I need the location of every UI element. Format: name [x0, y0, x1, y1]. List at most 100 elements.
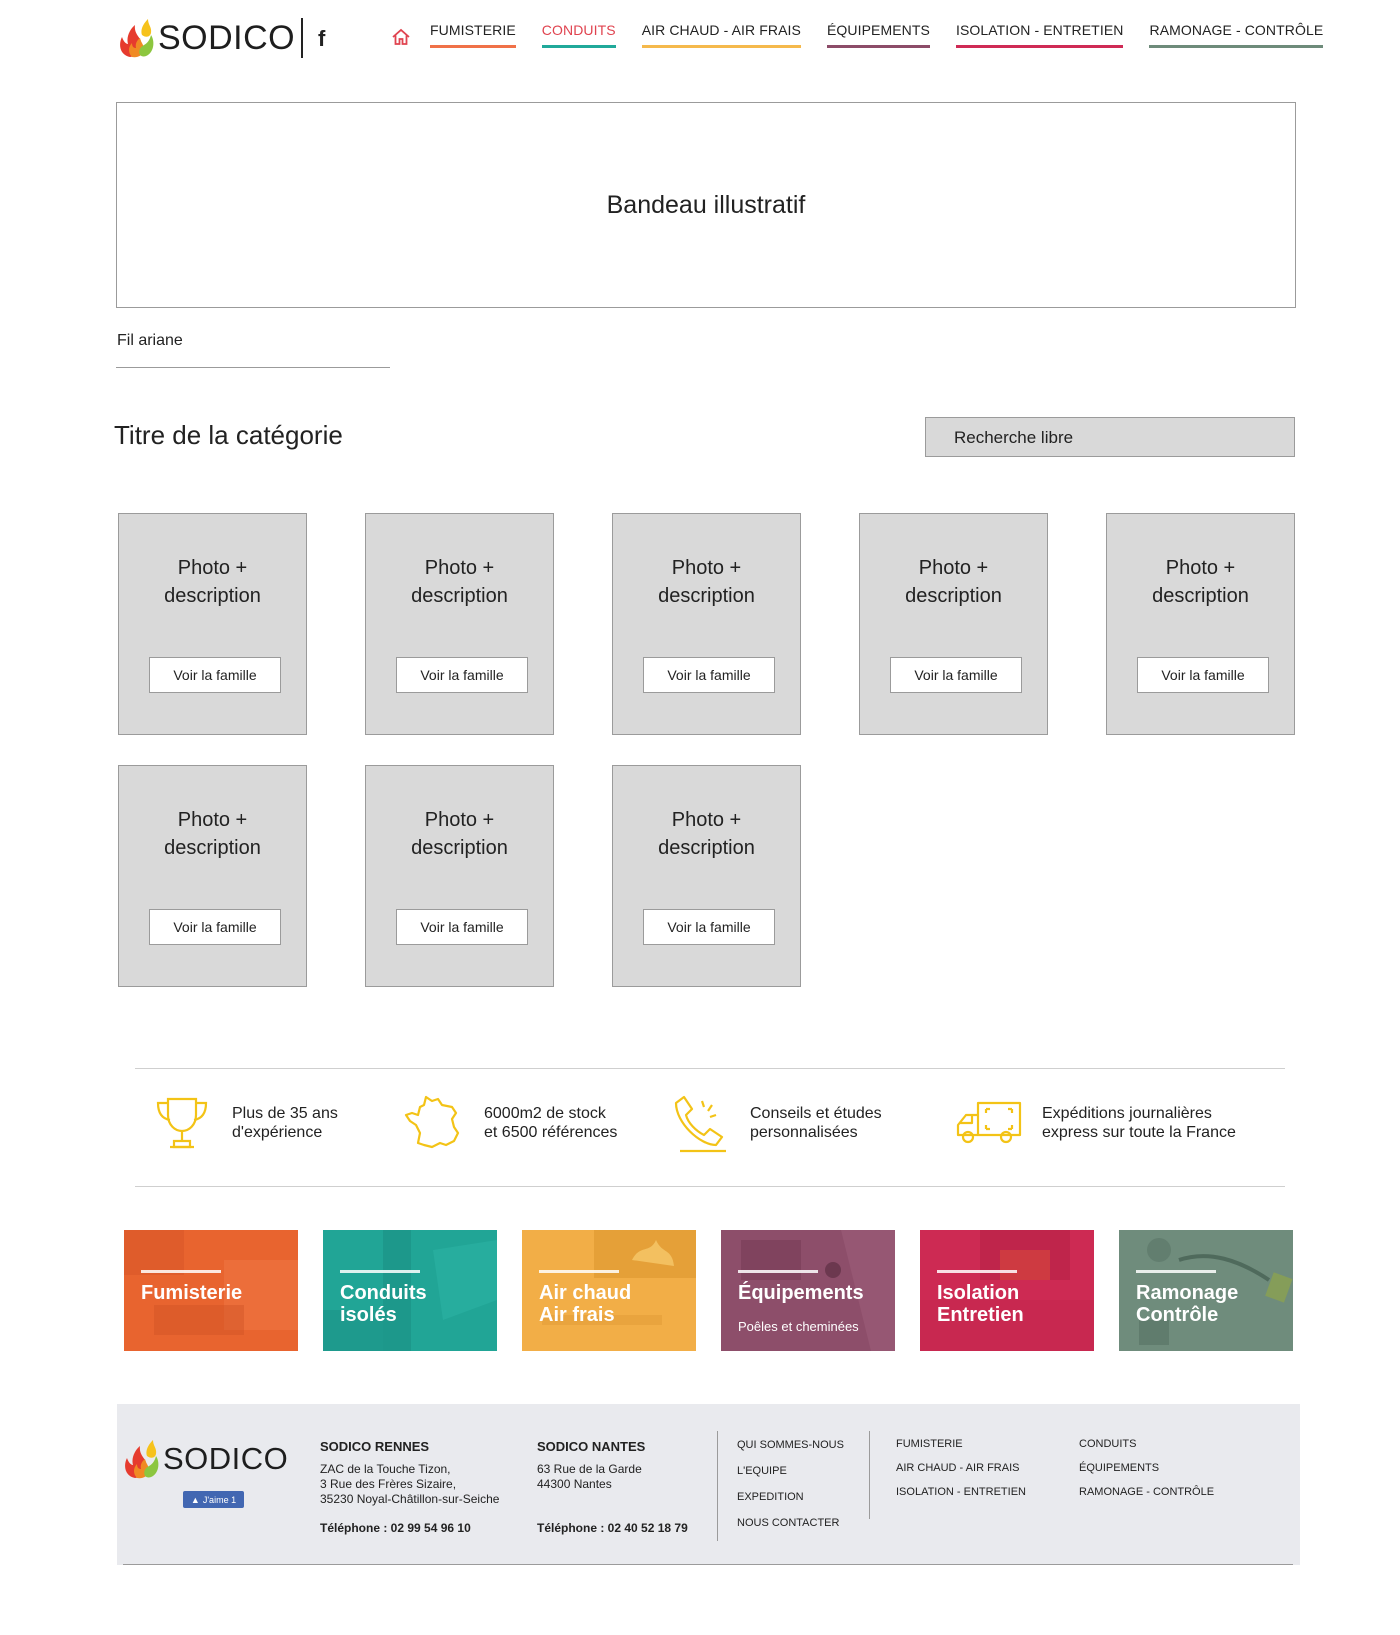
home-icon[interactable]	[390, 26, 412, 48]
nav-underline	[430, 45, 516, 48]
trophy-icon	[156, 1097, 208, 1149]
footer-brand-name: SODICO	[163, 1441, 289, 1476]
tile-photo	[1119, 1230, 1293, 1351]
see-family-button[interactable]: Voir la famille	[149, 909, 281, 945]
banner-text: Bandeau illustratif	[606, 190, 806, 219]
tile-subtitle: Poêles et cheminées	[738, 1319, 859, 1334]
search-input[interactable]: Recherche libre	[925, 417, 1295, 457]
see-family-button[interactable]: Voir la famille	[1137, 657, 1269, 693]
nav-item-ramonage-controle[interactable]: RAMONAGE - CONTRÔLE	[1149, 22, 1324, 48]
tile-title: Fumisterie	[141, 1282, 243, 1304]
see-family-button[interactable]: Voir la famille	[149, 657, 281, 693]
product-family-card: Photo +description Voir la famille	[612, 513, 801, 735]
footer-category-links-1: FUMISTERIE AIR CHAUD - AIR FRAIS ISOLATI…	[896, 1432, 1026, 1504]
link-isolation-entretien[interactable]: ISOLATION - ENTRETIEN	[896, 1486, 1026, 1498]
nantes-phone[interactable]: Téléphone : 02 40 52 18 79	[537, 1521, 688, 1535]
features-bottom-divider	[135, 1186, 1285, 1187]
card-description: Photo +description	[164, 809, 261, 859]
nav-underline	[641, 45, 801, 48]
fb-like-label: J'aime 1	[202, 1494, 237, 1505]
tile-accent-bar	[539, 1270, 619, 1273]
see-family-button[interactable]: Voir la famille	[890, 657, 1022, 693]
rennes-address-line: 35230 Noyal-Châtillon-sur-Seiche	[320, 1492, 500, 1506]
flame-logo-icon	[120, 19, 154, 58]
link-qui-sommes-nous[interactable]: QUI SOMMES-NOUS	[737, 1439, 844, 1451]
nav-item-equipements[interactable]: ÉQUIPEMENTS	[826, 22, 930, 48]
link-fumisterie[interactable]: FUMISTERIE	[896, 1438, 963, 1450]
footer-rennes: SODICO RENNES ZAC de la Touche Tizon, 3 …	[320, 1439, 499, 1536]
nav-label: ÉQUIPEMENTS	[826, 22, 930, 38]
footer-about-links: QUI SOMMES-NOUS L'EQUIPE EXPEDITION NOUS…	[737, 1432, 844, 1536]
link-conduits[interactable]: CONDUITS	[1079, 1438, 1137, 1450]
card-description: Photo +description	[164, 557, 261, 607]
see-family-button[interactable]: Voir la famille	[396, 909, 528, 945]
nav-item-fumisterie[interactable]: FUMISTERIE	[430, 22, 516, 48]
tile-photo	[124, 1230, 298, 1351]
header-divider	[301, 18, 303, 58]
nantes-address-line: 63 Rue de la Garde	[537, 1462, 642, 1476]
site-footer: SODICO ▲ J'aime 1 SODICO RENNES ZAC de l…	[117, 1404, 1300, 1565]
facebook-icon[interactable]: f	[318, 26, 326, 51]
sodico-logo[interactable]: SODICO	[118, 17, 295, 59]
nav-item-conduits[interactable]: CONDUITS	[541, 22, 616, 48]
product-family-card: Photo +description Voir la famille	[859, 513, 1048, 735]
see-family-button[interactable]: Voir la famille	[643, 657, 775, 693]
footer-category-links-2: CONDUITS ÉQUIPEMENTS RAMONAGE - CONTRÔLE	[1079, 1432, 1214, 1504]
france-map-icon	[404, 1095, 460, 1149]
link-ramonage-controle[interactable]: RAMONAGE - CONTRÔLE	[1079, 1486, 1215, 1498]
nav-label: ISOLATION - ENTRETIEN	[955, 22, 1124, 38]
nav-underline	[826, 45, 930, 48]
link-expedition[interactable]: EXPEDITION	[737, 1491, 804, 1503]
phone-icon	[674, 1095, 726, 1153]
main-nav: FUMISTERIE CONDUITS AIR CHAUD - AIR FRAI…	[390, 22, 1324, 48]
nav-item-isolation-entretien[interactable]: ISOLATION - ENTRETIEN	[955, 22, 1124, 48]
category-title: Titre de la catégorie	[114, 420, 343, 450]
nav-label: FUMISTERIE	[430, 22, 516, 38]
link-equipements[interactable]: ÉQUIPEMENTS	[1079, 1462, 1160, 1474]
tile-photo	[323, 1230, 497, 1351]
rennes-phone[interactable]: Téléphone : 02 99 54 96 10	[320, 1521, 471, 1535]
tile-accent-bar	[340, 1270, 420, 1273]
card-description: Photo +description	[1152, 557, 1249, 607]
see-family-button[interactable]: Voir la famille	[396, 657, 528, 693]
product-family-card: Photo +description Voir la famille	[118, 513, 307, 735]
hero-banner: Bandeau illustratif	[116, 102, 1296, 308]
product-family-card: Photo +description Voir la famille	[118, 765, 307, 987]
card-description: Photo +description	[658, 809, 755, 859]
facebook-like-button[interactable]: ▲ J'aime 1	[183, 1491, 244, 1508]
card-description: Photo +description	[905, 557, 1002, 607]
tile-equipements[interactable]: Équipements Poêles et cheminées	[721, 1230, 895, 1351]
thumbs-up-icon: ▲	[190, 1494, 200, 1505]
see-family-button[interactable]: Voir la famille	[643, 909, 775, 945]
product-family-card: Photo +description Voir la famille	[612, 765, 801, 987]
features-top-divider	[135, 1068, 1285, 1069]
nav-label: RAMONAGE - CONTRÔLE	[1149, 22, 1324, 38]
tile-accent-bar	[738, 1270, 818, 1273]
breadcrumb[interactable]: Fil ariane	[117, 332, 183, 349]
footer-logo[interactable]: SODICO	[123, 1438, 288, 1480]
link-air-chaud-air-frais[interactable]: AIR CHAUD - AIR FRAIS	[896, 1462, 1020, 1474]
nantes-address-line: 44300 Nantes	[537, 1477, 612, 1491]
tile-fumisterie[interactable]: Fumisterie	[124, 1230, 298, 1351]
tile-title: Équipements	[738, 1282, 864, 1304]
footer-bottom-line	[123, 1564, 1293, 1565]
nav-underline	[541, 45, 616, 48]
rennes-address-line: 3 Rue des Frères Sizaire,	[320, 1477, 457, 1491]
link-nous-contacter[interactable]: NOUS CONTACTER	[737, 1517, 840, 1529]
card-description: Photo +description	[411, 809, 508, 859]
product-family-card: Photo +description Voir la famille	[365, 765, 554, 987]
nav-item-air-chaud-air-frais[interactable]: AIR CHAUD - AIR FRAIS	[641, 22, 801, 48]
link-equipe[interactable]: L'EQUIPE	[737, 1465, 787, 1477]
